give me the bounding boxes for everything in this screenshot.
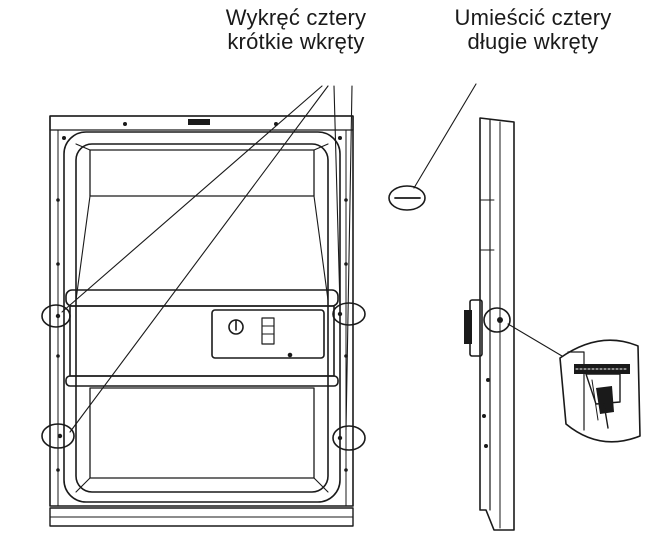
control-module (211, 309, 325, 359)
leader-lines-short-screws (61, 85, 353, 433)
screw-detail-zoom (559, 339, 641, 443)
detail-screw (596, 386, 614, 414)
short-screw-marker-upper-left (41, 304, 71, 328)
bottom-panel (89, 387, 315, 479)
detail-hinge (585, 373, 621, 405)
door-side-view (464, 117, 515, 531)
door-top-strip (49, 115, 354, 131)
frame-screw-dots (56, 122, 348, 472)
caption-insert-long-line1: Umieścić cztery (454, 5, 612, 30)
short-screw-marker-upper-right (332, 302, 366, 326)
caption-remove-short-screws: Wykręć cztery krótkie wkręty (176, 6, 416, 54)
caption-remove-short-line2: krótkie wkręty (227, 29, 365, 54)
short-screw-marker-lower-right (332, 425, 366, 451)
long-screw-icon (388, 185, 426, 211)
caption-insert-long-line2: długie wkręty (467, 29, 599, 54)
leader-line-long-screws (413, 83, 477, 189)
door-outer-frame (49, 115, 354, 507)
door-latch (188, 119, 210, 125)
top-panel (89, 149, 315, 197)
short-screw-marker-lower-left (41, 423, 75, 449)
inner-frame-outer (63, 131, 341, 503)
caption-remove-short-line1: Wykręć cztery (225, 5, 367, 30)
middle-control-band (69, 305, 335, 377)
detail-leader-line (507, 323, 563, 357)
inner-frame-inner (75, 143, 329, 493)
long-screw-marker-side (483, 307, 511, 333)
caption-insert-long-screws: Umieścić cztery długie wkręty (418, 6, 648, 54)
side-panel-outline (479, 117, 515, 531)
top-panel-bevel (75, 143, 329, 301)
control-indicator-panel (261, 317, 275, 345)
middle-bar-bottom (65, 375, 339, 387)
detail-zoom-outline (559, 339, 641, 443)
door-front-view (41, 115, 366, 527)
middle-bar-top (65, 289, 339, 307)
